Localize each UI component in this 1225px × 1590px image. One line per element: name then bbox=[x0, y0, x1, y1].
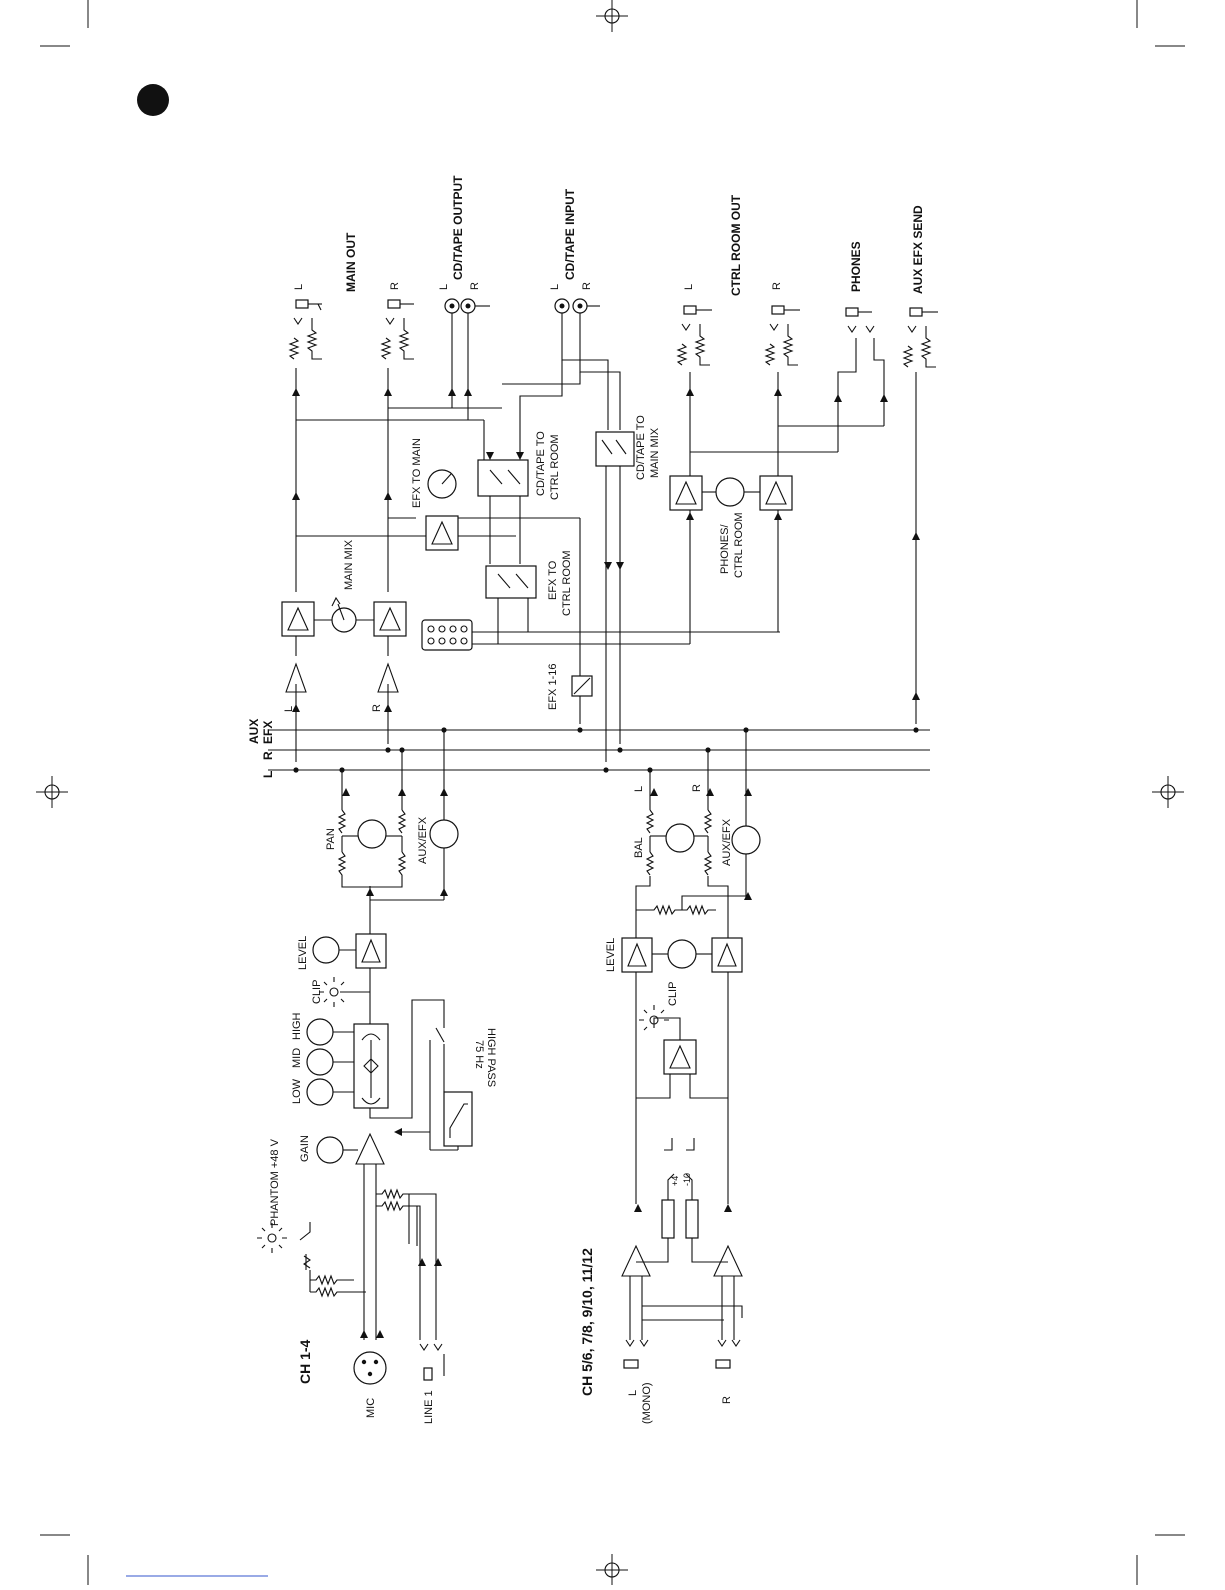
ch512-clip-label: CLIP bbox=[667, 982, 679, 1006]
cd-tape-ctrl-label-1: CD/TAPE TO bbox=[535, 431, 547, 496]
registration-mark-bottom bbox=[596, 1554, 628, 1585]
ch512-level-label: LEVEL bbox=[605, 938, 617, 972]
section-marker-dot bbox=[137, 84, 169, 116]
main-buffer-r-label: R bbox=[371, 704, 383, 712]
phantom-led-icon bbox=[257, 1223, 287, 1253]
ch512-title: CH 5/6, 7/8, 9/10, 11/12 bbox=[579, 1248, 595, 1396]
ch14-level-label: LEVEL bbox=[297, 936, 309, 970]
main-out-label: MAIN OUT bbox=[344, 232, 358, 292]
phones-ctrl-label-2: CTRL ROOM bbox=[733, 512, 745, 578]
ch512-strip: BAL AUX/EFX L R LEVEL CLIP +4 -10 bbox=[579, 784, 761, 1424]
phones-ctrl-label-1: PHONES/ bbox=[719, 524, 731, 574]
minus10-label: -10 bbox=[682, 1173, 692, 1186]
eq-low-label: LOW bbox=[291, 1078, 303, 1104]
highpass-label: HIGH PASS bbox=[485, 1028, 497, 1087]
line1-jack-icon bbox=[419, 1343, 445, 1381]
ch14-clip-label: CLIP bbox=[311, 980, 323, 1004]
mic-label: MIC bbox=[365, 1398, 377, 1418]
efx-ctrl-label-1: EFX TO bbox=[547, 560, 559, 600]
main-mix-label: MAIN MIX bbox=[343, 539, 355, 590]
master-labels: MAIN MIX EFX TO MAIN CD/TAPE TO CTRL ROO… bbox=[343, 415, 745, 710]
ch14-strip: PAN AUX/EFX LEVEL CLIP LOW MID HIGH bbox=[257, 809, 497, 1424]
efx-to-main-label: EFX TO MAIN bbox=[411, 438, 423, 508]
bus-efx-label: EFX bbox=[261, 721, 275, 744]
phones-label: PHONES bbox=[849, 241, 863, 292]
bal-r-label: R bbox=[691, 784, 703, 792]
ch512-mono-label: (MONO) bbox=[641, 1382, 653, 1424]
phantom-label: PHANTOM +48 V bbox=[269, 1138, 281, 1226]
master-wiring bbox=[281, 313, 917, 762]
cd-tape-input-label: CD/TAPE INPUT bbox=[563, 188, 577, 280]
pan-label: PAN bbox=[325, 828, 337, 850]
ch512-clip-led-icon bbox=[639, 1005, 669, 1031]
crop-marks bbox=[40, 0, 1185, 1585]
bal-label: BAL bbox=[633, 837, 645, 858]
cd-tape-out-l-label: L bbox=[438, 284, 450, 290]
registration-mark-top bbox=[596, 0, 628, 32]
ch14-title: CH 1-4 bbox=[297, 1339, 313, 1384]
registration-mark-left bbox=[36, 776, 68, 808]
aux-efx-send-label: AUX EFX SEND bbox=[911, 205, 925, 294]
bus-r-label: R bbox=[261, 751, 275, 760]
arrowheads bbox=[292, 388, 920, 1338]
eq-high-label: HIGH bbox=[291, 1012, 303, 1040]
ctrl-room-l-label: L bbox=[683, 284, 695, 290]
efx-ctrl-label-2: CTRL ROOM bbox=[561, 550, 573, 616]
cd-tape-main-label-1: CD/TAPE TO bbox=[635, 415, 647, 480]
mix-bus: AUX EFX R L L R bbox=[247, 704, 930, 826]
bal-l-label: L bbox=[633, 786, 645, 792]
plus4-label: +4 bbox=[670, 1176, 680, 1186]
bus-l-label: L bbox=[261, 771, 275, 778]
cd-tape-in-r-label: R bbox=[581, 282, 593, 290]
ch512-l-label: L bbox=[627, 1390, 639, 1396]
ctrl-room-r-label: R bbox=[771, 282, 783, 290]
cd-tape-output-label: CD/TAPE OUTPUT bbox=[451, 175, 465, 280]
output-jacks bbox=[288, 298, 938, 368]
highpass-freq-label: 75 Hz bbox=[473, 1040, 485, 1069]
cd-tape-main-label-2: MAIN MIX bbox=[649, 427, 661, 478]
cd-tape-out-r-label: R bbox=[469, 282, 481, 290]
eq-mid-label: MID bbox=[291, 1048, 303, 1068]
mic-xlr-icon bbox=[353, 1351, 387, 1385]
bus-aux-label: AUX bbox=[247, 719, 261, 744]
registration-mark-right bbox=[1152, 776, 1184, 808]
ch14-aux-efx-label: AUX/EFX bbox=[417, 816, 429, 864]
line1-label: LINE 1 bbox=[423, 1390, 435, 1424]
output-labels: MAIN OUT CD/TAPE OUTPUT CD/TAPE INPUT CT… bbox=[293, 175, 925, 296]
main-buffer-l-label: L bbox=[283, 706, 295, 712]
ch512-r-label: R bbox=[721, 1396, 733, 1404]
ch512-aux-efx-label: AUX/EFX bbox=[721, 818, 733, 866]
ctrl-room-out-label: CTRL ROOM OUT bbox=[729, 194, 743, 296]
main-out-l-label: L bbox=[293, 284, 305, 290]
cd-tape-in-l-label: L bbox=[549, 284, 561, 290]
gain-label: GAIN bbox=[299, 1135, 311, 1162]
cd-tape-ctrl-label-2: CTRL ROOM bbox=[549, 434, 561, 500]
efx-116-label: EFX 1-16 bbox=[547, 664, 559, 710]
main-out-r-label: R bbox=[389, 282, 401, 290]
